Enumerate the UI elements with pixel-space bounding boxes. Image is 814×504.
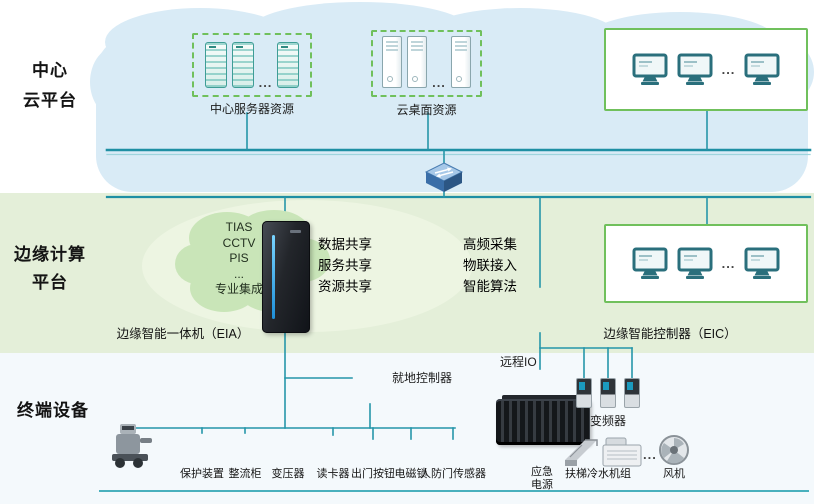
edge-layer-label-line1: 边缘计算 bbox=[14, 245, 86, 264]
edge-layer-label: 边缘计算 平台 bbox=[4, 241, 96, 297]
device-label: 出门按钮 bbox=[351, 468, 395, 480]
eia-label: 边缘智能一体机（EIA） bbox=[116, 327, 250, 341]
cloud-layer-label-line2: 云平台 bbox=[23, 91, 77, 110]
fan-icon bbox=[659, 435, 689, 465]
remote-io-label: 远程IO bbox=[500, 355, 537, 369]
device-label: 读卡器 bbox=[316, 468, 350, 480]
cloud-layer-label: 中心 云平台 bbox=[8, 56, 92, 116]
server-icon bbox=[277, 42, 300, 88]
bubble-line: PIS bbox=[229, 251, 249, 265]
server-icon bbox=[231, 42, 254, 88]
escalator-icon bbox=[565, 439, 598, 466]
share-line: 数据共享 bbox=[318, 237, 372, 252]
ellipsis-text: ... bbox=[721, 61, 736, 77]
vfd-group bbox=[576, 378, 640, 408]
server-icon bbox=[382, 36, 403, 88]
chiller-icon bbox=[602, 437, 642, 467]
monitor-icon bbox=[632, 53, 668, 85]
collection-text-block: 高频采集 物联接入 智能算法 bbox=[463, 234, 517, 297]
cloud-desktop-group-label: 云桌面资源 bbox=[396, 103, 457, 117]
device-label: 电磁锁 bbox=[394, 468, 428, 480]
vfd-label: 变频器 bbox=[589, 414, 626, 428]
vfd-icon bbox=[576, 378, 592, 408]
local-controller-label: 就地控制器 bbox=[392, 371, 453, 385]
fan-label: 风机 bbox=[663, 468, 685, 480]
monitor-icon bbox=[744, 53, 780, 85]
server-icon bbox=[450, 36, 471, 88]
cloud-layer-label-line1: 中心 bbox=[32, 61, 68, 80]
edge-workstation-group: ... bbox=[604, 224, 808, 303]
monitor-icon bbox=[744, 247, 780, 279]
bubble-line: TIAS bbox=[225, 220, 253, 234]
cloud-workstation-group: ... bbox=[604, 28, 808, 111]
bubble-line: 专业集成 bbox=[214, 282, 263, 296]
bubble-line: CCTV bbox=[222, 235, 256, 250]
terminal-layer-label-line1: 终端设备 bbox=[17, 401, 89, 420]
eic-controller-icon bbox=[496, 395, 590, 445]
device-label: 保护装置 bbox=[180, 468, 224, 480]
cloud-desktop-group: ... bbox=[371, 30, 482, 97]
vfd-icon bbox=[600, 378, 616, 408]
share-line: 服务共享 bbox=[318, 258, 372, 273]
share-line: 资源共享 bbox=[318, 279, 372, 294]
sharing-text-block: 数据共享 服务共享 资源共享 bbox=[318, 234, 372, 297]
edge-layer-label-line2: 平台 bbox=[32, 273, 68, 292]
collect-line: 智能算法 bbox=[463, 279, 517, 294]
emergency-power-label-line1: 应急 bbox=[531, 466, 553, 478]
robot-icon bbox=[112, 424, 152, 468]
ellipsis-text: ... bbox=[721, 255, 736, 271]
central-server-group: ... bbox=[192, 33, 312, 97]
emergency-power-label: 应急 电源 bbox=[524, 466, 560, 492]
bubble-line: ... bbox=[233, 266, 244, 281]
collect-line: 物联接入 bbox=[463, 258, 517, 273]
collect-line: 高频采集 bbox=[463, 237, 517, 252]
terminal-layer-label: 终端设备 bbox=[8, 396, 98, 426]
monitor-icon bbox=[677, 53, 713, 85]
ellipsis-text: ... bbox=[258, 75, 273, 90]
device-label: 人防门传感器 bbox=[420, 468, 486, 480]
server-icon bbox=[204, 42, 227, 88]
network-switch-icon bbox=[424, 162, 464, 192]
central-server-group-label: 中心服务器资源 bbox=[209, 102, 294, 116]
ellipsis-text: ... bbox=[432, 75, 446, 90]
device-label: 整流柜 bbox=[228, 468, 262, 480]
emergency-power-label-line2: 电源 bbox=[531, 479, 553, 491]
integration-bubble-text: TIAS CCTV PIS ... 专业集成 bbox=[187, 220, 291, 298]
vfd-icon bbox=[624, 378, 640, 408]
eia-server-icon bbox=[262, 221, 310, 333]
server-icon bbox=[407, 36, 428, 88]
monitor-icon bbox=[677, 247, 713, 279]
monitor-icon bbox=[632, 247, 668, 279]
eic-label: 边缘智能控制器（EIC） bbox=[603, 327, 737, 341]
device-label: 变压器 bbox=[271, 468, 305, 480]
ellipsis-text: ... bbox=[643, 447, 657, 462]
escalator-chiller-label: 扶梯冷水机组 bbox=[565, 468, 631, 480]
